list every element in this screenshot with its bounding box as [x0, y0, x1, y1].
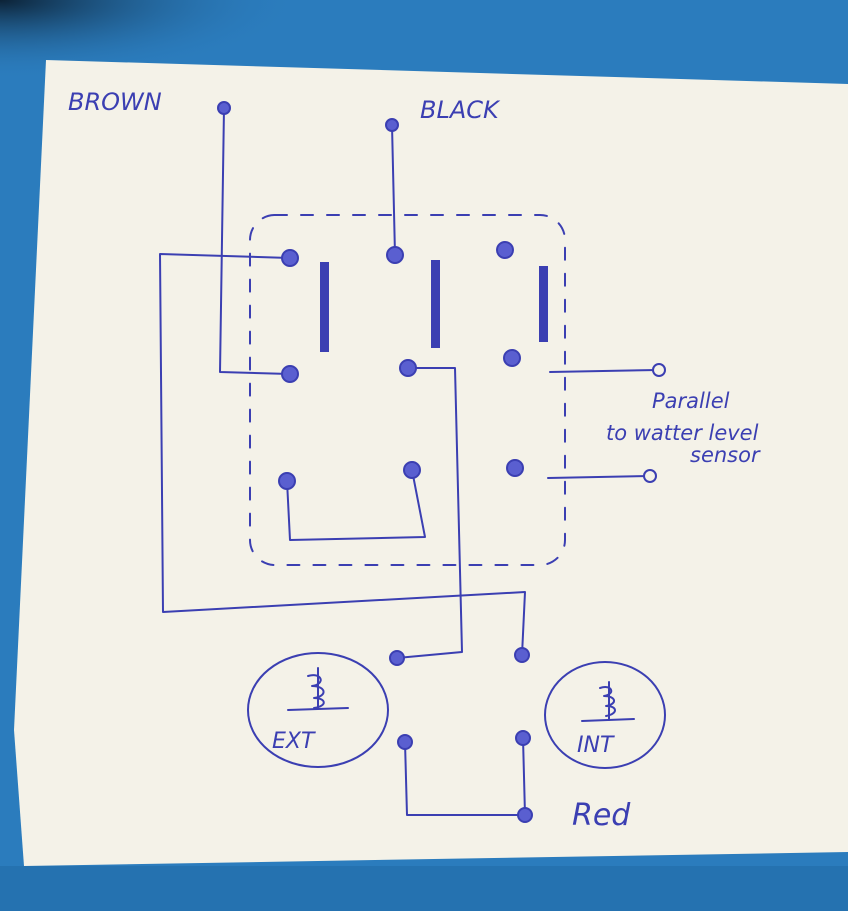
ext-circle — [247, 652, 389, 768]
terminal — [278, 472, 296, 490]
terminal — [281, 249, 299, 267]
int-coil-icon — [599, 681, 616, 721]
wire-middle — [396, 367, 463, 659]
terminal — [399, 359, 417, 377]
wire-red-jumper — [404, 737, 526, 816]
terminal — [217, 101, 231, 115]
terminal — [386, 246, 404, 264]
terminal — [517, 807, 533, 823]
terminal — [506, 459, 524, 477]
relay-outline — [249, 214, 566, 566]
wire-black — [391, 124, 396, 256]
wire-sensor-1 — [549, 369, 658, 373]
label-brown: BROWN — [68, 88, 162, 116]
contact-bar-2 — [431, 260, 440, 348]
terminal — [385, 118, 399, 132]
sensor-terminal — [652, 363, 666, 377]
wire-sensor-2 — [547, 475, 651, 479]
label-ext: EXT — [272, 729, 316, 754]
terminal — [281, 365, 299, 383]
label-int: INT — [577, 733, 615, 758]
terminal — [397, 734, 413, 750]
label-red: Red — [572, 798, 631, 833]
note-line-1: Parallel — [652, 389, 730, 413]
terminal — [389, 650, 405, 666]
ext-coil-icon — [307, 667, 325, 709]
wire-jumper-bottom — [286, 469, 426, 541]
int-circle — [544, 661, 666, 769]
mat-ruler-strip — [0, 866, 848, 911]
terminal — [503, 349, 521, 367]
label-black: BLACK — [420, 96, 501, 124]
wire-loop-left — [159, 253, 526, 656]
contact-bar-1 — [320, 262, 329, 352]
wire-brown — [219, 107, 291, 375]
note-line-3: sensor — [690, 443, 761, 467]
terminal — [496, 241, 514, 259]
terminal — [515, 730, 531, 746]
terminal — [514, 647, 530, 663]
int-switch-symbol — [544, 661, 666, 769]
ext-switch-symbol — [247, 652, 389, 768]
sensor-terminal — [643, 469, 657, 483]
note-line-2: to watter level — [606, 421, 759, 445]
terminals — [217, 101, 666, 823]
terminal — [403, 461, 421, 479]
contact-bar-3 — [539, 266, 548, 342]
